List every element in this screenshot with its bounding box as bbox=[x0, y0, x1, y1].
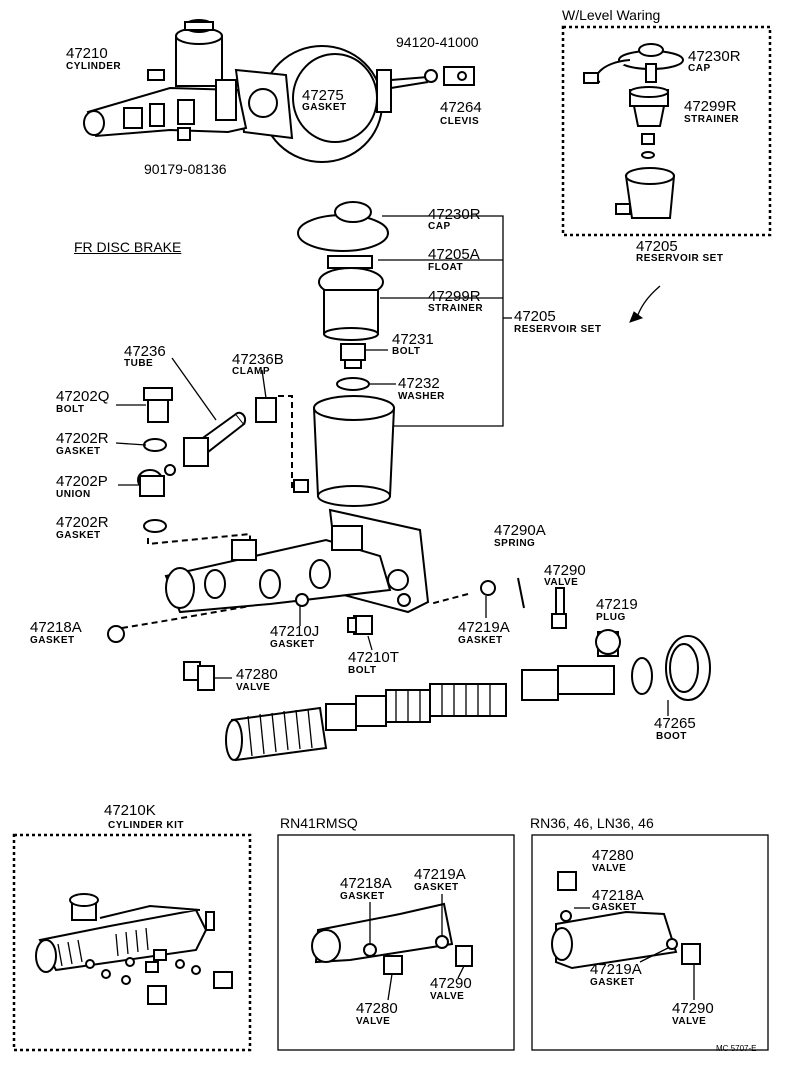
rn41-part-number-47218A: 47218A bbox=[340, 875, 392, 892]
kit-coils bbox=[57, 927, 149, 967]
rn41-part-number-47290: 47290 bbox=[430, 975, 472, 992]
part-number-47202P: 47202P bbox=[56, 473, 108, 490]
rn36-drawing bbox=[551, 871, 701, 970]
rn36-part-name-gasket-47218A: GASKET bbox=[592, 902, 637, 913]
rn41-heading: RN41RMSQ bbox=[280, 815, 358, 831]
level-warning-heading: W/Level Waring bbox=[562, 7, 661, 23]
part-name-valve-47280: VALVE bbox=[236, 682, 271, 693]
part-name-gasket-47210J: GASKET bbox=[270, 639, 315, 650]
part-number-47210T: 47210T bbox=[348, 649, 399, 666]
main-cylinder-drawing bbox=[107, 508, 711, 762]
part-number-47218A: 47218A bbox=[30, 619, 82, 636]
wl-part-number-47205: 47205 bbox=[636, 238, 678, 255]
part-name-spring: SPRING bbox=[494, 538, 536, 549]
part-name-boot: BOOT bbox=[656, 731, 687, 742]
footer-code: MC 5707-E bbox=[716, 1044, 757, 1053]
part-name-reservoir-set: RESERVOIR SET bbox=[514, 324, 602, 335]
part-number-47210: 47210 bbox=[66, 45, 108, 62]
part-name-float: FLOAT bbox=[428, 262, 464, 273]
part-number-47264: 47264 bbox=[440, 99, 482, 116]
part-name-clevis: CLEVIS bbox=[440, 116, 480, 127]
rn36-box bbox=[531, 834, 769, 1051]
part-number-90179-08136: 90179-08136 bbox=[144, 161, 227, 177]
part-name-union: UNION bbox=[56, 489, 91, 500]
tube-union-drawing bbox=[137, 387, 277, 533]
part-number-47299R: 47299R bbox=[428, 288, 481, 305]
level-warning-box bbox=[561, 25, 772, 237]
wl-part-number-47299R: 47299R bbox=[684, 98, 737, 115]
part-name-tube: TUBE bbox=[124, 358, 154, 369]
reservoir-arrow-head bbox=[629, 311, 644, 323]
part-name-bolt-47231: BOLT bbox=[392, 346, 421, 357]
part-number-47236: 47236 bbox=[124, 343, 166, 360]
part-number-47202R: 47202R bbox=[56, 430, 109, 447]
part-name-gasket-47202R: GASKET bbox=[56, 446, 101, 457]
part-name-clamp: CLAMP bbox=[232, 366, 271, 377]
cylinder-kit-number: 47210K bbox=[104, 802, 156, 819]
part-number-47290A: 47290A bbox=[494, 522, 546, 539]
part-name-valve-47290: VALVE bbox=[544, 577, 579, 588]
top-assembly-drawing bbox=[83, 19, 475, 163]
wl-part-name-reservoir-set: RESERVOIR SET bbox=[636, 253, 724, 264]
part-number-47290: 47290 bbox=[544, 562, 586, 579]
part-number-47202Q: 47202Q bbox=[56, 388, 110, 405]
part-number-47280: 47280 bbox=[236, 666, 278, 683]
rn41-part-name-valve-47280: VALVE bbox=[356, 1016, 391, 1027]
part-name-bolt-47202Q: BOLT bbox=[56, 404, 85, 415]
rn41-part-name-gasket-47219A: GASKET bbox=[414, 882, 459, 893]
part-number-47210J: 47210J bbox=[270, 623, 320, 640]
part-number-47205A: 47205A bbox=[428, 246, 480, 263]
rn41-part-number-47280: 47280 bbox=[356, 1000, 398, 1017]
part-name-washer: WASHER bbox=[398, 391, 445, 402]
part-number-47219: 47219 bbox=[596, 596, 638, 613]
rn36-part-number-47218A: 47218A bbox=[592, 887, 644, 904]
rn36-part-number-47280: 47280 bbox=[592, 847, 634, 864]
rn41-part-name-gasket-47218A: GASKET bbox=[340, 891, 385, 902]
part-name-gasket-47219A: GASKET bbox=[458, 635, 503, 646]
reservoir-arrow bbox=[635, 285, 661, 321]
part-number-47232: 47232 bbox=[398, 375, 440, 392]
rn36-part-name-gasket-47219A: GASKET bbox=[590, 977, 635, 988]
part-name-bolt-47210T: BOLT bbox=[348, 665, 377, 676]
rn41-drawing bbox=[311, 902, 473, 975]
part-name-gasket-47202R-lower: GASKET bbox=[56, 530, 101, 541]
rn36-part-name-valve-47290: VALVE bbox=[672, 1016, 707, 1027]
rn41-part-number-47219A: 47219A bbox=[414, 866, 466, 883]
part-number-47202R-lower: 47202R bbox=[56, 514, 109, 531]
cylinder-kit-name: CYLINDER KIT bbox=[108, 820, 184, 831]
wl-part-name-strainer: STRAINER bbox=[684, 114, 740, 125]
rn36-part-name-valve-47280: VALVE bbox=[592, 863, 627, 874]
part-number-47236B: 47236B bbox=[232, 351, 284, 368]
part-number-47231: 47231 bbox=[392, 331, 434, 348]
cylinder-kit-drawing bbox=[35, 893, 233, 1005]
cylinder-kit-box bbox=[12, 833, 252, 1052]
rn36-part-number-47290: 47290 bbox=[672, 1000, 714, 1017]
part-number-47275: 47275 bbox=[302, 87, 344, 104]
part-number-47205: 47205 bbox=[514, 308, 556, 325]
spring-coils bbox=[247, 684, 491, 757]
fr-disc-brake-heading: FR DISC BRAKE bbox=[74, 239, 182, 255]
rn36-part-number-47219A: 47219A bbox=[590, 961, 642, 978]
wl-part-name-cap: CAP bbox=[688, 63, 711, 74]
reservoir-bracket bbox=[382, 215, 504, 427]
part-name-cap: CAP bbox=[428, 221, 451, 232]
part-name-cylinder: CYLINDER bbox=[66, 61, 122, 72]
wl-part-number-47230R: 47230R bbox=[688, 48, 741, 65]
part-number-47265: 47265 bbox=[654, 715, 696, 732]
rn41-box bbox=[277, 834, 515, 1051]
rn36-heading: RN36, 46, LN36, 46 bbox=[530, 815, 654, 831]
part-name-strainer: STRAINER bbox=[428, 303, 484, 314]
part-number-47219A: 47219A bbox=[458, 619, 510, 636]
part-number-94120-41000: 94120-41000 bbox=[396, 34, 479, 50]
level-warning-drawing bbox=[583, 43, 684, 219]
part-name-gasket-47218A: GASKET bbox=[30, 635, 75, 646]
part-number-47230R: 47230R bbox=[428, 206, 481, 223]
part-name-gasket-47275: GASKET bbox=[302, 102, 347, 113]
rn41-part-name-valve-47290: VALVE bbox=[430, 991, 465, 1002]
part-name-plug: PLUG bbox=[596, 612, 626, 623]
reservoir-stack-drawing bbox=[293, 201, 396, 507]
